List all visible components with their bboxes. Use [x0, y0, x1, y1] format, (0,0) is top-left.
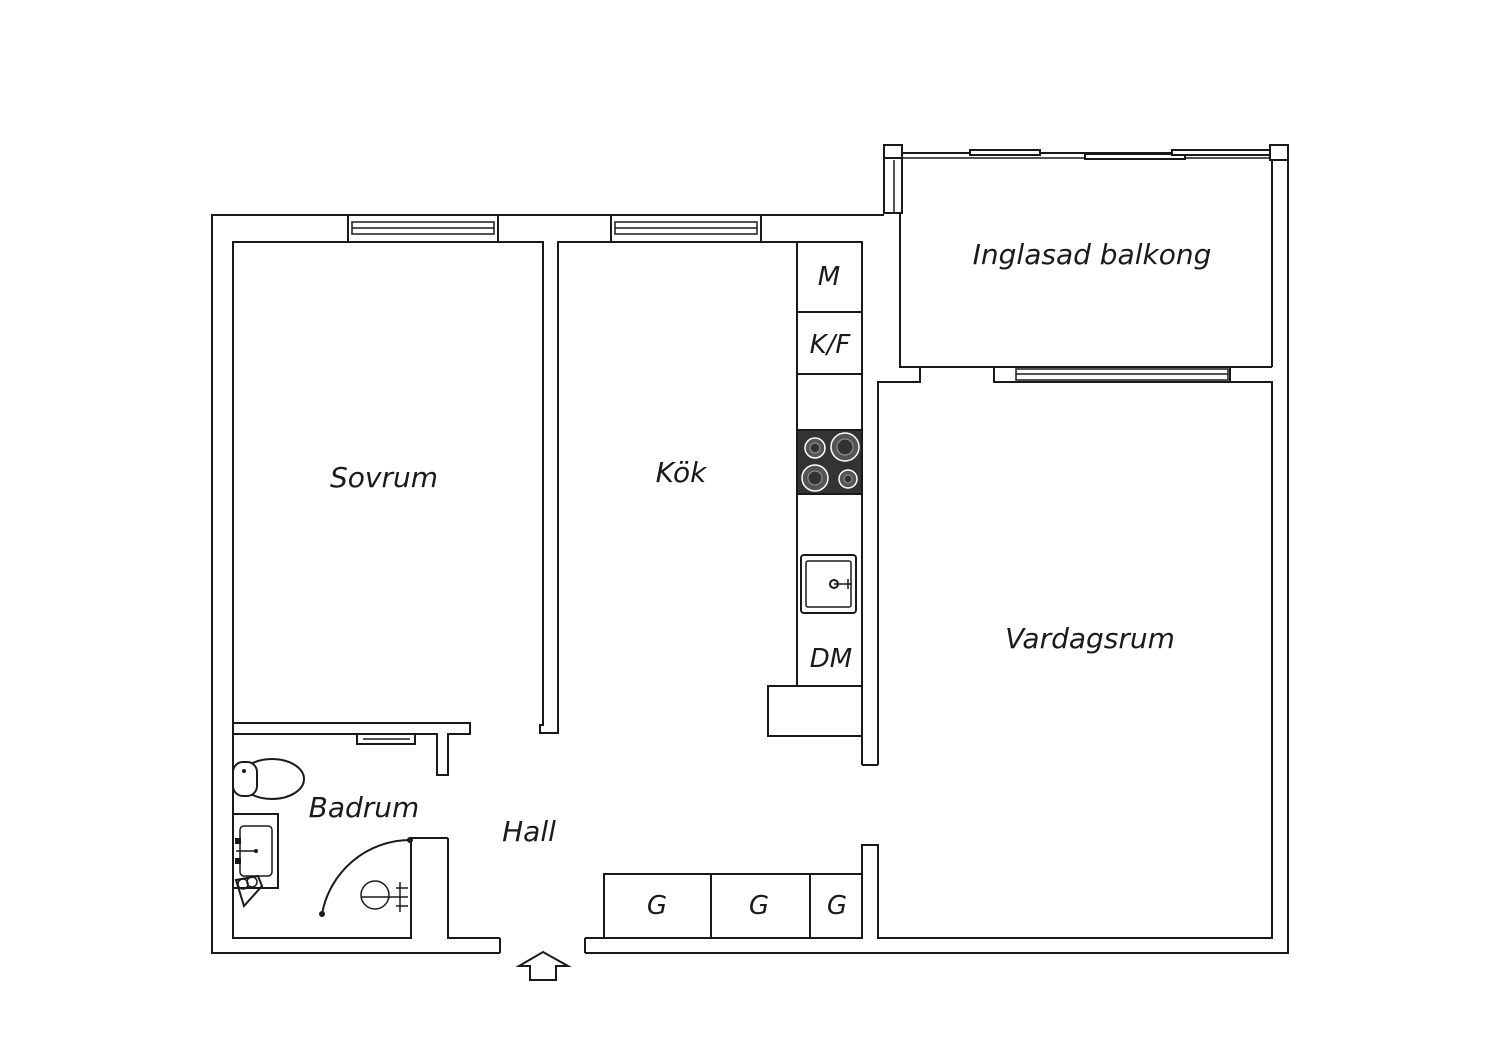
room-label-sovrum: Sovrum	[330, 461, 438, 494]
balcony-glazing	[883, 144, 1289, 214]
toilet	[232, 758, 305, 800]
bathroom-walls	[232, 722, 471, 939]
room-label-inglasad-balkong: Inglasad balkong	[973, 238, 1212, 271]
wardrobes	[603, 873, 863, 939]
room-label-badrum: Badrum	[309, 791, 420, 824]
label-dishwasher: DM	[810, 644, 852, 674]
room-label-vardagsrum: Vardagsrum	[1005, 622, 1175, 655]
kitchen-counter	[767, 241, 863, 765]
washing-machine	[234, 874, 264, 908]
stove	[796, 429, 863, 495]
label-wardrobe-3: G	[827, 891, 847, 921]
room-label-kok: Kök	[656, 456, 708, 489]
room-label-hall: Hall	[502, 815, 556, 848]
label-wardrobe-1: G	[647, 891, 667, 921]
label-fridge-freezer: K/F	[810, 330, 852, 360]
label-microwave: M	[818, 262, 840, 292]
entrance-arrow-icon	[515, 950, 572, 981]
kitchen-sink	[800, 554, 857, 614]
label-wardrobe-2: G	[749, 891, 769, 921]
shower	[319, 837, 413, 917]
windows	[347, 214, 762, 243]
